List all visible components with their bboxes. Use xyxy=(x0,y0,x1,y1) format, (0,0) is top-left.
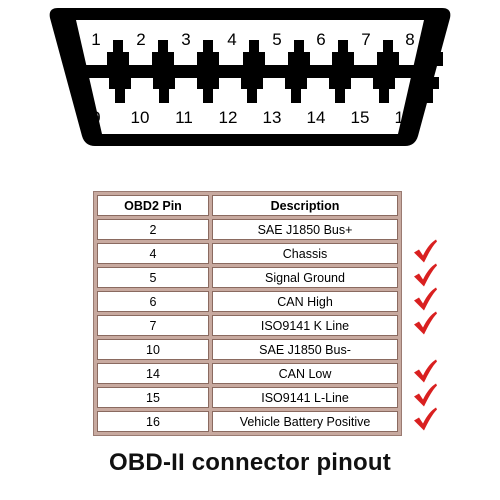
pin-number-cell: 14 xyxy=(97,363,209,384)
pin-number-cell: 10 xyxy=(97,339,209,360)
pin-description-cell: Vehicle Battery Positive xyxy=(212,411,398,432)
pin-number-label: 8 xyxy=(405,30,414,49)
pin-description-cell: Chassis xyxy=(212,243,398,264)
connector-pin-6: 6 xyxy=(316,30,354,66)
checkmark-column xyxy=(414,239,437,431)
pin-description-cell: SAE J1850 Bus+ xyxy=(212,219,398,240)
connector-divider-bar xyxy=(84,65,416,78)
connector-pin-15: 15 xyxy=(351,77,395,127)
pin-contact-shape xyxy=(332,40,354,66)
pin-number-label: 7 xyxy=(361,30,370,49)
connector-pin-3: 3 xyxy=(181,30,219,66)
pin-number-cell: 6 xyxy=(97,291,209,312)
connector-pin-4: 4 xyxy=(227,30,265,66)
connector-pin-10: 10 xyxy=(131,77,175,127)
pin-number-label: 14 xyxy=(307,108,326,127)
pin-description-cell: SAE J1850 Bus- xyxy=(212,339,398,360)
pin-contact-shape xyxy=(421,40,443,66)
pin-number-cell: 2 xyxy=(97,219,209,240)
header-description: Description xyxy=(212,195,398,216)
pin-contact-shape xyxy=(288,40,310,66)
pin-contact-shape xyxy=(109,77,131,103)
connector-pin-12: 12 xyxy=(219,77,263,127)
pin-description-cell: Signal Ground xyxy=(212,267,398,288)
check-mark-icon xyxy=(414,383,437,407)
pin-contact-shape xyxy=(243,40,265,66)
connector-pin-14: 14 xyxy=(307,77,351,127)
connector-pin-1: 1 xyxy=(91,30,129,66)
pin-number-label: 16 xyxy=(395,108,414,127)
pin-number-label: 15 xyxy=(351,108,370,127)
pin-contact-shape xyxy=(373,77,395,103)
pin-number-label: 11 xyxy=(175,108,193,127)
pin-contact-shape xyxy=(197,77,219,103)
connector-pin-13: 13 xyxy=(263,77,307,127)
pin-number-label: 10 xyxy=(131,108,150,127)
check-mark-icon xyxy=(414,359,437,383)
check-mark-icon xyxy=(414,287,437,311)
check-mark-icon xyxy=(414,263,437,287)
pin-contact-shape xyxy=(241,77,263,103)
connector-pin-9: 9 xyxy=(91,77,131,127)
check-mark-icon xyxy=(414,311,437,335)
pin-contact-shape xyxy=(197,40,219,66)
pin-contact-shape xyxy=(377,40,399,66)
pin-contact-shape xyxy=(285,77,307,103)
pin-contact-shape xyxy=(329,77,351,103)
pin-contact-shape xyxy=(152,40,174,66)
pin-contact-shape xyxy=(153,77,175,103)
pin-contact-shape xyxy=(417,77,439,103)
connector-pin-16: 16 xyxy=(395,77,439,127)
pin-number-label: 1 xyxy=(91,30,100,49)
pin-description-cell: CAN Low xyxy=(212,363,398,384)
connector-pin-7: 7 xyxy=(361,30,399,66)
header-obd2-pin: OBD2 Pin xyxy=(97,195,209,216)
connector-pin-2: 2 xyxy=(136,30,174,66)
pin-number-label: 9 xyxy=(91,108,100,127)
pin-description-cell: ISO9141 K Line xyxy=(212,315,398,336)
table-header-row: OBD2 Pin Description xyxy=(97,195,398,216)
connector-pin-5: 5 xyxy=(272,30,310,66)
pin-number-label: 13 xyxy=(263,108,282,127)
check-mark-icon xyxy=(414,239,437,263)
connector-pin-11: 11 xyxy=(175,77,219,127)
pin-number-cell: 4 xyxy=(97,243,209,264)
footer-title: OBD-II connector pinout xyxy=(109,449,391,476)
check-mark-icon xyxy=(414,407,437,431)
pin-number-label: 2 xyxy=(136,30,145,49)
connector-pin-8: 8 xyxy=(405,30,443,66)
pin-number-cell: 16 xyxy=(97,411,209,432)
pin-number-cell: 15 xyxy=(97,387,209,408)
pin-contact-shape xyxy=(107,40,129,66)
pin-number-label: 3 xyxy=(181,30,190,49)
pin-number-cell: 7 xyxy=(97,315,209,336)
pin-number-label: 4 xyxy=(227,30,236,49)
pin-description-cell: CAN High xyxy=(212,291,398,312)
pin-number-label: 5 xyxy=(272,30,281,49)
pin-number-label: 12 xyxy=(219,108,238,127)
pin-number-label: 6 xyxy=(316,30,325,49)
pin-number-cell: 5 xyxy=(97,267,209,288)
pin-description-cell: ISO9141 L-Line xyxy=(212,387,398,408)
